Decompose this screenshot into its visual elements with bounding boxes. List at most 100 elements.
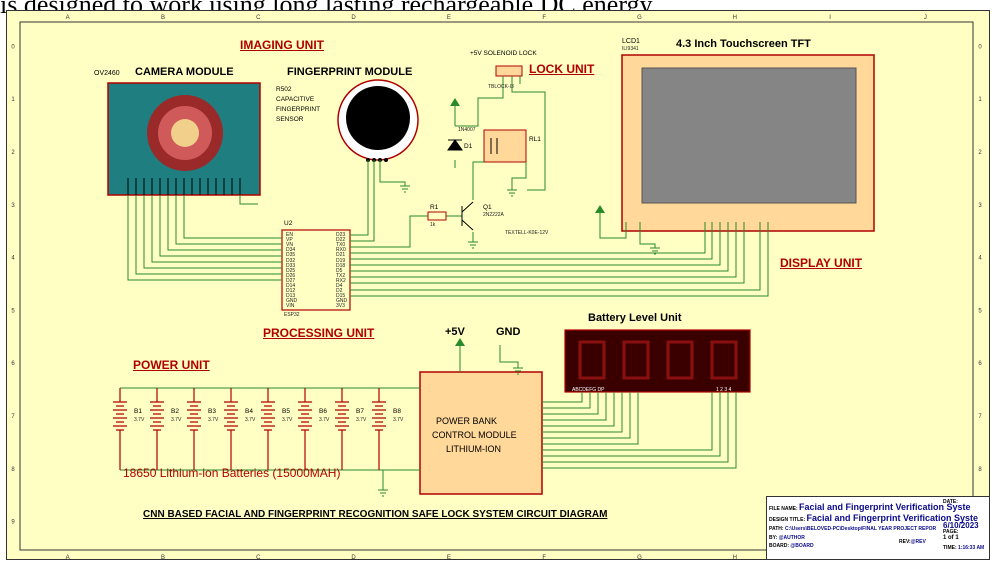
- mcu-pin-right: GND: [336, 298, 348, 305]
- vcc-label: +5V: [445, 326, 465, 338]
- fingerprint-desc-2: CAPACITIVE: [276, 96, 315, 103]
- board-label: BOARD:: [769, 543, 789, 549]
- battery-name: B5: [282, 408, 290, 415]
- zone-row-5-right: 5: [978, 308, 982, 314]
- zone-row-9-left: 9: [11, 520, 15, 526]
- battery-symbol: [224, 388, 238, 470]
- imaging-unit-label: IMAGING UNIT: [240, 38, 324, 52]
- zone-row-6-left: 6: [11, 361, 15, 367]
- battery-voltage: 3.7V: [393, 417, 404, 423]
- zone-row-3-left: 3: [11, 203, 15, 209]
- mcu-pin-left: D25: [286, 267, 296, 274]
- mcu-pin-left: D32: [286, 257, 296, 264]
- battery-symbol: [150, 388, 164, 470]
- power-bank-line-2: CONTROL MODULE: [432, 430, 517, 440]
- diode-part: 1N4007: [458, 127, 476, 133]
- battery-symbol: [261, 388, 275, 470]
- zone-column-J-top: J: [924, 15, 927, 21]
- page-label: PAGE:: [943, 529, 959, 535]
- zone-row-3-right: 3: [978, 203, 982, 209]
- mcu-pin-right: 3V3: [336, 303, 345, 310]
- battery-voltage: 3.7V: [245, 417, 256, 423]
- zone-column-E-top: E: [447, 15, 451, 21]
- digit-pins-label: 1 2 3 4: [716, 387, 732, 393]
- mcu-part: ESP32: [284, 312, 300, 318]
- mcu-pin-left: D12: [286, 288, 296, 295]
- battery-description: 18650 Lithium-ion Batteries (15000MAH): [123, 466, 341, 480]
- mcu-pin-left: D33: [286, 262, 296, 269]
- mcu-pin-right: D15: [336, 293, 346, 300]
- resistor-ref: R1: [430, 204, 439, 211]
- zone-row-1-left: 1: [11, 97, 15, 103]
- zone-row-5-left: 5: [11, 308, 15, 314]
- battery-name: B2: [171, 408, 179, 415]
- page-value: 1 of 1: [943, 535, 959, 541]
- battery-name: B4: [245, 408, 253, 415]
- battery-name: B3: [208, 408, 216, 415]
- mcu-pin-left: VP: [286, 237, 293, 244]
- mcu-pin-right: D18: [336, 262, 346, 269]
- fingerprint-module-title: FINGERPRINT MODULE: [287, 66, 413, 78]
- battery-voltage: 3.7V: [134, 417, 145, 423]
- relay-ref: RL1: [529, 136, 541, 143]
- display-unit-label: DISPLAY UNIT: [780, 256, 863, 270]
- mcu-pin-right: D19: [336, 257, 346, 264]
- battery-name: B6: [319, 408, 327, 415]
- mcu-pin-right: D2: [336, 288, 343, 295]
- mcu-pin-left: D13: [286, 293, 296, 300]
- mcu-pin-right: D5: [336, 267, 343, 274]
- gnd-label: GND: [496, 326, 521, 338]
- mcu-pin-left: GND: [286, 298, 298, 305]
- zone-column-F-top: F: [542, 15, 546, 21]
- power-unit-label: POWER UNIT: [133, 358, 210, 372]
- by-value: @AUTHOR: [778, 535, 805, 541]
- by-label: BY:: [769, 535, 778, 541]
- battery-symbol: [372, 388, 386, 470]
- zone-column-B-bottom: B: [161, 555, 165, 561]
- diagram-title: CNN BASED FACIAL AND FINGERPRINT RECOGNI…: [143, 509, 608, 520]
- mcu-pin-right: RX2: [336, 277, 346, 284]
- fingerprint-desc-1: R502: [276, 86, 292, 93]
- zone-column-G-top: G: [637, 15, 642, 21]
- camera-module-title: CAMERA MODULE: [135, 66, 234, 78]
- diode-ref: D1: [464, 143, 473, 150]
- rev-value: @REV: [910, 539, 926, 545]
- power-bank-line-3: LITHIUM-ION: [446, 444, 501, 454]
- zone-column-C-bottom: C: [256, 555, 261, 561]
- battery-symbol: [298, 388, 312, 470]
- zone-column-B-top: B: [161, 15, 165, 21]
- lcd-title: 4.3 Inch Touchscreen TFT: [676, 38, 811, 50]
- zone-row-2-right: 2: [978, 150, 982, 156]
- lock-unit-label: LOCK UNIT: [529, 62, 595, 76]
- battery-name: B8: [393, 408, 401, 415]
- zone-column-C-top: C: [256, 15, 261, 21]
- mcu-pin-right: TX0: [336, 242, 346, 249]
- mcu-pin-left: VN: [286, 242, 293, 249]
- zone-column-A-bottom: A: [66, 555, 70, 561]
- mcu-pin-left: D26: [286, 272, 296, 279]
- zone-column-I-top: I: [829, 15, 831, 21]
- zone-row-7-left: 7: [11, 414, 15, 420]
- mcu-pin-right: D23: [336, 232, 346, 238]
- power-bank-line-1: POWER BANK: [436, 416, 498, 426]
- zone-column-A-top: A: [66, 15, 70, 21]
- zone-column-D-bottom: D: [351, 555, 356, 561]
- zone-row-8-left: 8: [11, 467, 15, 473]
- mcu-pin-left: EN: [286, 232, 293, 238]
- mcu-pin-right: D21: [336, 252, 346, 259]
- board-value: @BOARD: [790, 543, 814, 549]
- battery-voltage: 3.7V: [282, 417, 293, 423]
- mcu-pin-right: TX2: [336, 272, 346, 279]
- zone-column-H-top: H: [733, 15, 737, 21]
- mcu-pin-right: D22: [336, 237, 346, 244]
- solenoid-label: +5V SOLENOID LOCK: [470, 50, 537, 57]
- lcd-ref: LCD1: [622, 38, 640, 45]
- zone-row-8-right: 8: [978, 467, 982, 473]
- battery-name: B7: [356, 408, 364, 415]
- design-title-label: DESIGN TITLE:: [769, 517, 806, 523]
- zone-row-6-right: 6: [978, 361, 982, 367]
- time-label: TIME:: [943, 545, 957, 551]
- time-value: 1:16:33 AM: [958, 545, 985, 551]
- transistor-part: 2N2222A: [483, 212, 504, 218]
- zone-row-2-left: 2: [11, 150, 15, 156]
